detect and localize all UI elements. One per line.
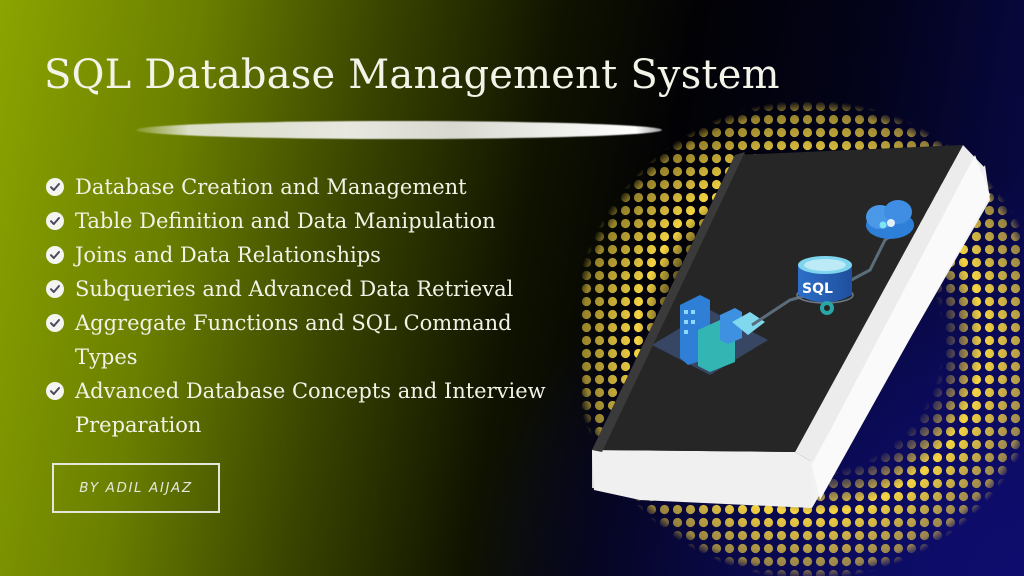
feature-item: Database Creation and Management	[46, 170, 565, 204]
feature-label: Subqueries and Advanced Data Retrieval	[75, 277, 514, 301]
check-circle-icon	[46, 178, 64, 196]
feature-label: Table Definition and Data Manipulation	[75, 209, 496, 233]
feature-list: Database Creation and Management Table D…	[46, 170, 565, 442]
check-circle-icon	[46, 212, 64, 230]
check-circle-icon	[46, 280, 64, 298]
buildings-icon	[680, 295, 765, 372]
feature-item: Aggregate Functions and SQL Command Type…	[46, 306, 565, 374]
svg-text:SQL: SQL	[802, 281, 833, 297]
brush-stroke-underline	[136, 121, 662, 139]
check-circle-icon	[46, 382, 64, 400]
feature-label: Joins and Data Relationships	[75, 243, 381, 267]
feature-label: Advanced Database Concepts and Interview…	[75, 379, 546, 437]
feature-item: Subqueries and Advanced Data Retrieval	[46, 272, 565, 306]
sql-diagram: SQL	[652, 200, 914, 375]
feature-item: Joins and Data Relationships	[46, 238, 565, 272]
page-title: SQL Database Management System	[44, 52, 780, 98]
gear-icon	[820, 301, 834, 315]
feature-item: Advanced Database Concepts and Interview…	[46, 374, 565, 442]
feature-item: Table Definition and Data Manipulation	[46, 204, 565, 238]
book-illustration: SQL	[580, 100, 1024, 576]
author-badge: BY ADIL AIJAZ	[52, 463, 220, 513]
feature-label: Database Creation and Management	[75, 175, 467, 199]
database-icon: SQL	[796, 256, 854, 304]
check-circle-icon	[46, 314, 64, 332]
feature-label: Aggregate Functions and SQL Command Type…	[75, 311, 512, 369]
cloud-icon	[866, 200, 914, 239]
check-circle-icon	[46, 246, 64, 264]
